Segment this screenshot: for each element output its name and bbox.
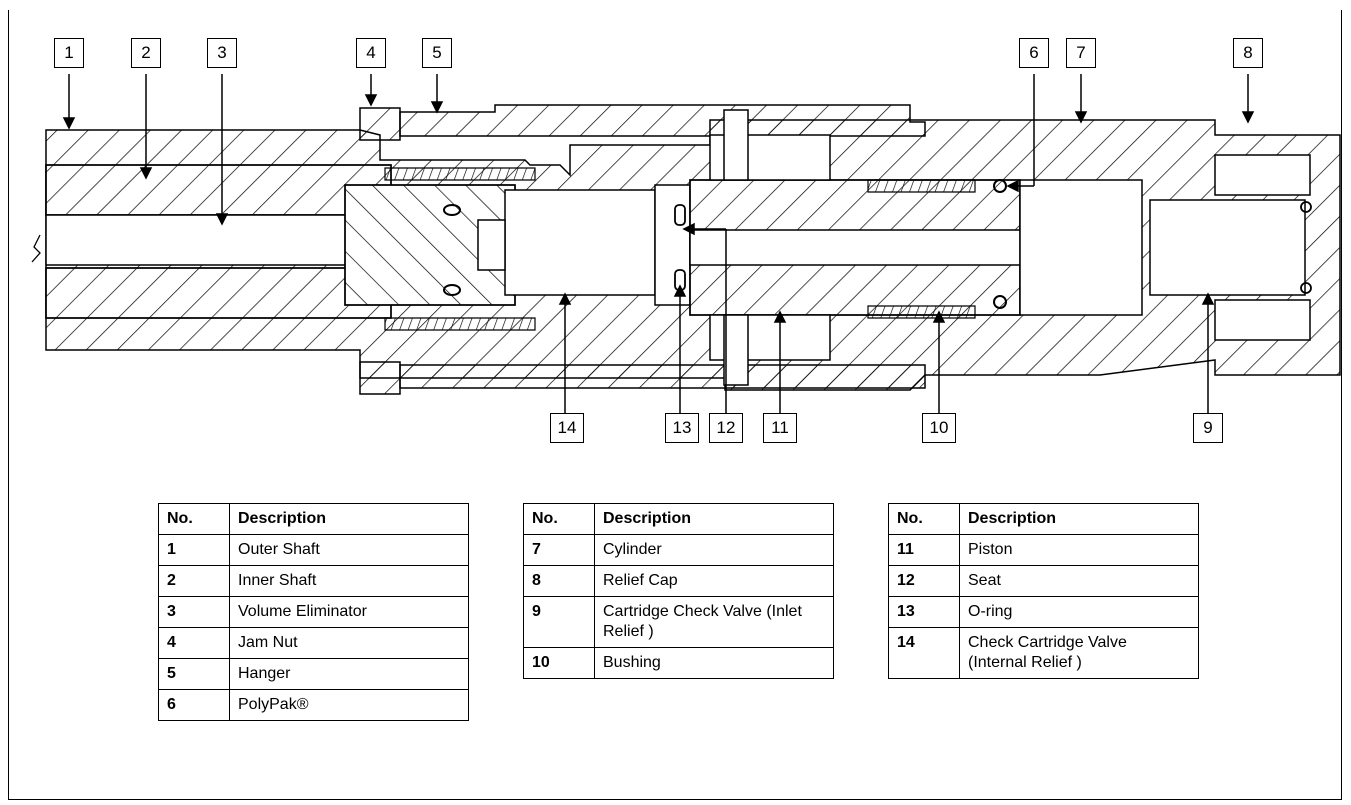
callout-1: 1 [54,38,84,68]
col-description-header: Description [594,503,834,535]
callout-10: 10 [922,413,956,443]
part-description: Outer Shaft [229,534,469,566]
part-description: Hanger [229,658,469,690]
cross-section-diagram [31,74,1341,413]
part-number: 8 [523,565,595,597]
part-number: 7 [523,534,595,566]
col-description-header: Description [959,503,1199,535]
callout-12: 12 [709,413,743,443]
callout-13: 13 [665,413,699,443]
callout-7: 7 [1066,38,1096,68]
leader-lines [62,74,1255,413]
part-description: Inner Shaft [229,565,469,597]
part-description: Volume Eliminator [229,596,469,628]
inner-shaft [45,164,392,319]
part-description: Bushing [594,647,834,679]
jam-nut-and-hanger [359,104,926,395]
part-number: 6 [158,689,230,721]
part-description: PolyPak® [229,689,469,721]
part-number: 14 [888,627,960,679]
callout-9: 9 [1193,413,1223,443]
part-number: 5 [158,658,230,690]
part-description: Check Cartridge Valve (Internal Relief ) [959,627,1199,679]
callout-3: 3 [207,38,237,68]
col-no-header: No. [158,503,230,535]
part-description: Seat [959,565,1199,597]
part-number: 1 [158,534,230,566]
part-number: 10 [523,647,595,679]
table-header: No. Description [888,503,1199,535]
part-number: 12 [888,565,960,597]
callout-6: 6 [1019,38,1049,68]
part-description: O-ring [959,596,1199,628]
col-no-header: No. [523,503,595,535]
part-number: 3 [158,596,230,628]
piston-assembly [654,109,1021,386]
part-description: Cartridge Check Valve (Inlet Relief ) [594,596,834,648]
figure-frame [8,10,1342,800]
part-number: 11 [888,534,960,566]
part-description: Piston [959,534,1199,566]
callout-11: 11 [763,413,797,443]
callout-8: 8 [1233,38,1263,68]
internal-body [344,167,656,331]
table-header: No. Description [158,503,469,535]
part-number: 13 [888,596,960,628]
part-number: 2 [158,565,230,597]
callout-2: 2 [131,38,161,68]
callout-4: 4 [356,38,386,68]
part-description: Cylinder [594,534,834,566]
col-description-header: Description [229,503,469,535]
part-number: 4 [158,627,230,659]
callout-5: 5 [422,38,452,68]
part-description: Relief Cap [594,565,834,597]
cylinder-chamber [1019,154,1312,341]
table-header: No. Description [523,503,834,535]
col-no-header: No. [888,503,960,535]
callout-14: 14 [550,413,584,443]
part-number: 9 [523,596,595,648]
part-description: Jam Nut [229,627,469,659]
